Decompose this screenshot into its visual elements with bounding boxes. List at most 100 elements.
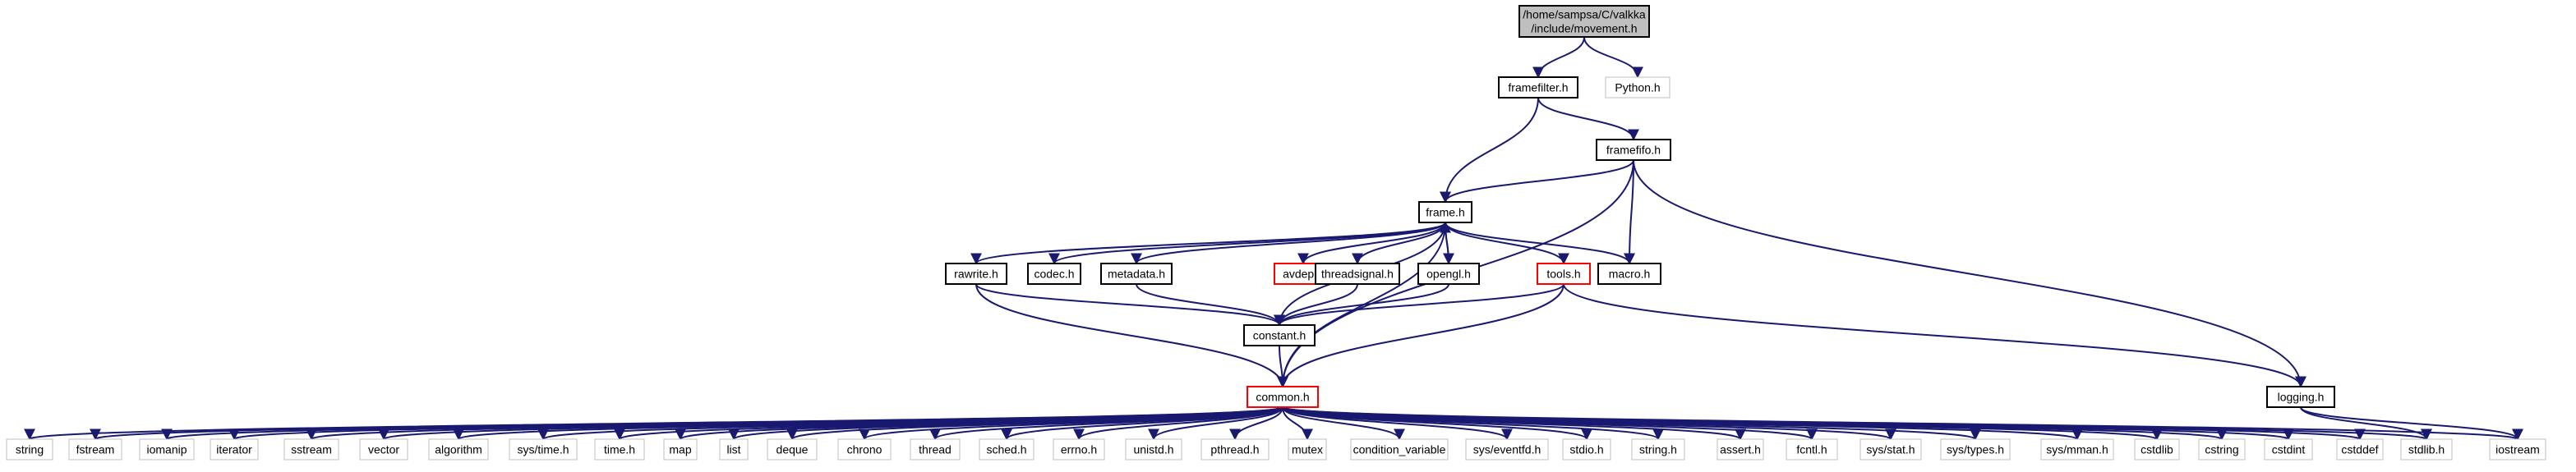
node-fstream[interactable]: fstream: [68, 438, 122, 461]
node-constant[interactable]: constant.h: [1243, 324, 1316, 346]
node-fstream-box: [68, 438, 122, 461]
node-frame[interactable]: frame.h: [1418, 201, 1472, 223]
node-deque-label: deque: [776, 443, 809, 456]
nodes-layer: /home/sampsa/C/valkka/include/movement.h…: [6, 5, 2546, 461]
node-condvar[interactable]: condition_variable: [1350, 438, 1449, 461]
node-errno[interactable]: errno.h: [1053, 438, 1105, 461]
node-iomanip[interactable]: iomanip: [139, 438, 195, 461]
node-logging[interactable]: logging.h: [2266, 386, 2335, 408]
node-map[interactable]: map: [663, 438, 698, 461]
node-list[interactable]: list: [719, 438, 749, 461]
node-sstream[interactable]: sstream: [283, 438, 339, 461]
edge-metadata-to-constant: [1136, 283, 1285, 327]
node-sysstat-label: sys/stat.h: [1866, 443, 1915, 456]
node-python-box: [1605, 76, 1670, 99]
node-list-label: list: [726, 443, 740, 456]
node-stdio-label: stdio.h: [1569, 443, 1603, 456]
node-sysmman[interactable]: sys/mman.h: [2040, 438, 2114, 461]
node-cstdlib-label: cstdlib: [2141, 443, 2173, 456]
edge-tools-to-constant: [1274, 283, 1564, 327]
edge-rawrite-to-common: [975, 283, 1288, 388]
node-assert-label: assert.h: [1720, 443, 1761, 456]
node-unistd[interactable]: unistd.h: [1125, 438, 1182, 461]
node-stdio[interactable]: stdio.h: [1562, 438, 1611, 461]
node-sched-box: [979, 438, 1035, 461]
node-rawrite[interactable]: rawrite.h: [945, 263, 1007, 285]
node-framefifo-box: [1596, 139, 1671, 161]
node-cstdint-label: cstdint: [2272, 443, 2306, 456]
node-systime[interactable]: sys/time.h: [509, 438, 578, 461]
node-macro[interactable]: macro.h: [1597, 263, 1661, 285]
node-iterator[interactable]: iterator: [210, 438, 259, 461]
edge-frame-to-codec: [1048, 222, 1446, 265]
node-python-label: Python.h: [1615, 81, 1660, 94]
node-syseventfd[interactable]: sys/eventfd.h: [1465, 438, 1549, 461]
node-framefilter-label: framefilter.h: [1508, 81, 1568, 94]
node-string[interactable]: string: [6, 438, 53, 461]
node-syseventfd-box: [1465, 438, 1549, 461]
node-framefilter[interactable]: framefilter.h: [1498, 76, 1578, 99]
node-list-box: [719, 438, 749, 461]
node-sysstat-box: [1859, 438, 1922, 461]
node-tools[interactable]: tools.h: [1537, 263, 1591, 285]
node-cstring[interactable]: cstring: [2198, 438, 2246, 461]
node-sysstat[interactable]: sys/stat.h: [1859, 438, 1922, 461]
node-fcntl[interactable]: fcntl.h: [1786, 438, 1838, 461]
node-constant-box: [1243, 324, 1316, 346]
node-cstring-box: [2198, 438, 2246, 461]
node-cstddef[interactable]: cstddef: [2336, 438, 2384, 461]
node-string-box: [6, 438, 53, 461]
node-algorithm-box: [428, 438, 489, 461]
node-fstream-label: fstream: [76, 443, 115, 456]
node-errno-box: [1053, 438, 1105, 461]
node-framefifo[interactable]: framefifo.h: [1596, 139, 1671, 161]
node-iterator-box: [210, 438, 259, 461]
node-timeh[interactable]: time.h: [594, 438, 645, 461]
node-deque-box: [767, 438, 818, 461]
node-thread[interactable]: thread: [910, 438, 961, 461]
edge-opengl-to-frame: [1440, 221, 1452, 264]
node-mutex[interactable]: mutex: [1288, 438, 1327, 461]
node-iostream[interactable]: iostream: [2489, 438, 2546, 461]
edge-logging-to-iostream: [2300, 406, 2523, 441]
node-systypes-label: sys/types.h: [1947, 443, 2004, 456]
node-pthread[interactable]: pthread.h: [1200, 438, 1270, 461]
node-opengl-label: opengl.h: [1426, 268, 1471, 281]
node-vector[interactable]: vector: [359, 438, 408, 461]
edge-framefilter-to-framefifo: [1537, 97, 1639, 141]
node-algorithm-label: algorithm: [435, 443, 482, 456]
node-opengl-box: [1417, 263, 1480, 285]
node-frame-label: frame.h: [1426, 206, 1464, 219]
node-stringh[interactable]: string.h: [1631, 438, 1685, 461]
node-codec[interactable]: codec.h: [1027, 263, 1081, 285]
node-stdlib[interactable]: stdlib.h: [2400, 438, 2453, 461]
node-threadsignal[interactable]: threadsignal.h: [1315, 263, 1400, 285]
node-framefifo-label: framefifo.h: [1606, 144, 1661, 157]
node-cstdlib[interactable]: cstdlib: [2134, 438, 2180, 461]
node-cstdint[interactable]: cstdint: [2264, 438, 2313, 461]
node-systypes[interactable]: sys/types.h: [1940, 438, 2011, 461]
node-errno-label: errno.h: [1061, 443, 1097, 456]
edge-framefifo-to-macro: [1624, 159, 1636, 265]
node-algorithm[interactable]: algorithm: [428, 438, 489, 461]
edge-framefilter-to-frame: [1440, 97, 1539, 204]
node-opengl[interactable]: opengl.h: [1417, 263, 1480, 285]
node-common[interactable]: common.h: [1247, 386, 1319, 408]
node-sched[interactable]: sched.h: [979, 438, 1035, 461]
node-condvar-label: condition_variable: [1353, 443, 1446, 456]
node-systime-box: [509, 438, 578, 461]
edge-framefifo-to-logging: [1633, 159, 2306, 388]
node-timeh-box: [594, 438, 645, 461]
edge-common-to-sched: [1001, 406, 1283, 441]
node-python[interactable]: Python.h: [1605, 76, 1670, 99]
node-metadata-label: metadata.h: [1108, 268, 1165, 281]
node-metadata[interactable]: metadata.h: [1100, 263, 1173, 285]
node-deque[interactable]: deque: [767, 438, 818, 461]
node-logging-box: [2266, 386, 2335, 408]
node-chrono[interactable]: chrono: [837, 438, 892, 461]
node-assert[interactable]: assert.h: [1717, 438, 1764, 461]
node-movement[interactable]: /home/sampsa/C/valkka/include/movement.h: [1518, 5, 1650, 38]
node-condvar-box: [1350, 438, 1449, 461]
node-common-box: [1247, 386, 1319, 408]
